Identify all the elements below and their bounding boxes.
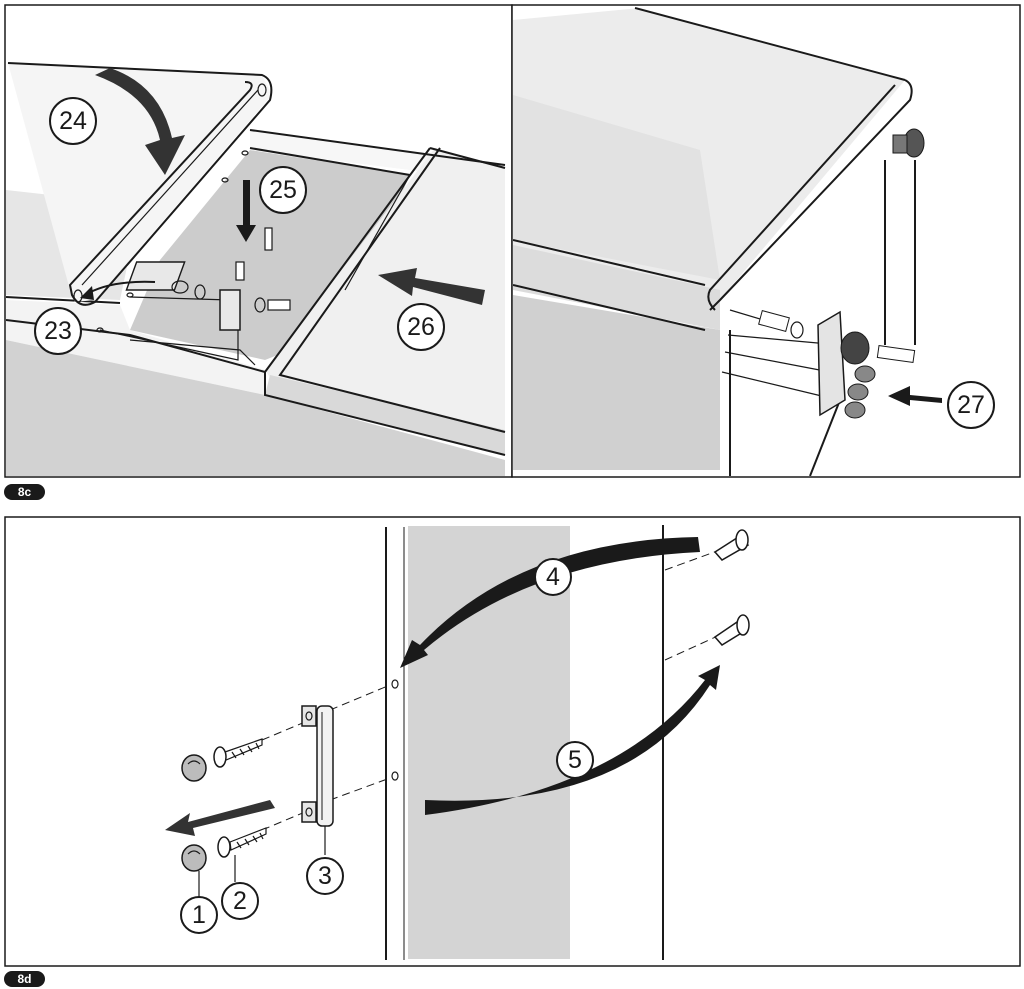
callout-3: 3 xyxy=(306,857,344,895)
arrow-26 xyxy=(378,268,485,305)
callout-26: 26 xyxy=(397,303,445,351)
figure-8c: 24 25 23 26 27 8c xyxy=(4,4,1021,500)
svg-text:1: 1 xyxy=(192,901,206,929)
arrow-25 xyxy=(236,180,256,242)
door-side-bolt-view xyxy=(513,7,942,476)
arrow-24 xyxy=(95,68,185,175)
hinge-bracket xyxy=(125,227,291,331)
svg-text:23: 23 xyxy=(44,317,72,345)
arrow-5 xyxy=(425,665,720,815)
arrow-27 xyxy=(888,386,942,406)
callout-25: 25 xyxy=(259,166,307,214)
screw-bottom xyxy=(217,827,267,858)
callout-27: 27 xyxy=(947,381,995,429)
callout-1: 1 xyxy=(180,896,218,934)
callout-5: 5 xyxy=(556,741,594,779)
figure-8d: 4 5 1 2 3 8d xyxy=(4,516,1021,987)
arrow-remove xyxy=(165,800,275,836)
svg-text:26: 26 xyxy=(407,313,435,341)
cabinet-top-hinge-view xyxy=(6,62,506,476)
svg-text:3: 3 xyxy=(318,862,332,890)
figure-label-8c: 8c xyxy=(4,484,45,500)
callout-23: 23 xyxy=(34,307,82,355)
svg-text:4: 4 xyxy=(546,563,560,591)
svg-text:5: 5 xyxy=(568,746,582,774)
figure-label-8d: 8d xyxy=(4,971,45,987)
svg-text:8d: 8d xyxy=(17,972,31,986)
svg-text:24: 24 xyxy=(59,107,87,135)
hole-plug-top xyxy=(713,529,750,561)
svg-text:27: 27 xyxy=(957,391,985,419)
hole-plug-bottom xyxy=(713,614,750,646)
svg-text:8c: 8c xyxy=(18,485,32,499)
callout-24: 24 xyxy=(49,97,97,145)
callout-2: 2 xyxy=(221,882,259,920)
cover-cap-top xyxy=(181,754,207,782)
callout-4: 4 xyxy=(534,558,572,596)
screw-top xyxy=(213,738,263,768)
cover-cap-bottom xyxy=(181,844,207,872)
svg-text:25: 25 xyxy=(269,176,297,204)
svg-text:2: 2 xyxy=(233,887,247,915)
door-handle xyxy=(301,705,334,827)
